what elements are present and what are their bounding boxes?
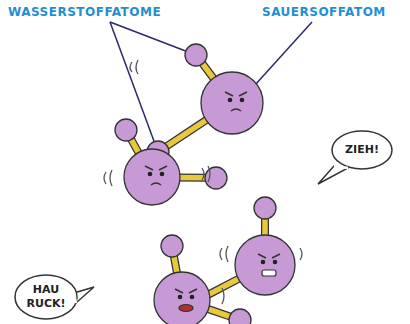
water-molecule: [147, 44, 263, 163]
water-molecule: [115, 119, 227, 205]
bubble-tail: [318, 166, 348, 184]
bond: [177, 173, 207, 181]
atom-label: WASSERSTOFFATOME: [8, 5, 161, 19]
motion-lines: [104, 60, 302, 304]
oxygen-atom: [235, 235, 295, 295]
eye: [148, 172, 153, 177]
bubble-body: [15, 275, 77, 319]
eye: [273, 260, 278, 265]
speech-text: ZIEH!: [345, 143, 379, 157]
oxygen-atom: [154, 272, 210, 324]
bond: [206, 308, 232, 317]
eye: [228, 98, 233, 103]
water-molecule: [154, 235, 251, 324]
bond: [206, 308, 232, 317]
mouth: [262, 270, 276, 276]
bubble-body: [332, 131, 392, 169]
eyebrows: [175, 289, 197, 293]
oxygen-atom: [124, 149, 180, 205]
speech-bubble: ZIEH!: [331, 130, 393, 170]
oxygen-atom: [201, 72, 263, 134]
eye: [160, 172, 165, 177]
mouth: [179, 305, 193, 312]
eyebrows: [145, 166, 167, 170]
eye: [261, 260, 266, 265]
bubble-join: [74, 293, 76, 303]
eye: [190, 295, 195, 300]
bond: [166, 118, 209, 147]
mouth: [231, 109, 241, 111]
speech-bubble: HAU RUCK!: [14, 274, 78, 320]
hydrogen-atom: [254, 197, 276, 219]
speech-text: HAU RUCK!: [14, 283, 78, 311]
eyebrows: [258, 254, 280, 258]
hydrogen-atom: [161, 235, 183, 257]
leader-lines: [110, 22, 312, 152]
eyebrows: [225, 92, 247, 96]
bond: [166, 118, 209, 147]
bubble-join: [334, 166, 348, 168]
atom-label: SAUERSOFFATOM: [262, 5, 386, 19]
hydrogen-atom: [205, 167, 227, 189]
eye: [178, 295, 183, 300]
eye: [240, 98, 245, 103]
hydrogen-atom: [185, 44, 207, 66]
mouth: [151, 183, 161, 185]
hydrogen-atom: [229, 309, 251, 324]
hydrogen-atom: [115, 119, 137, 141]
